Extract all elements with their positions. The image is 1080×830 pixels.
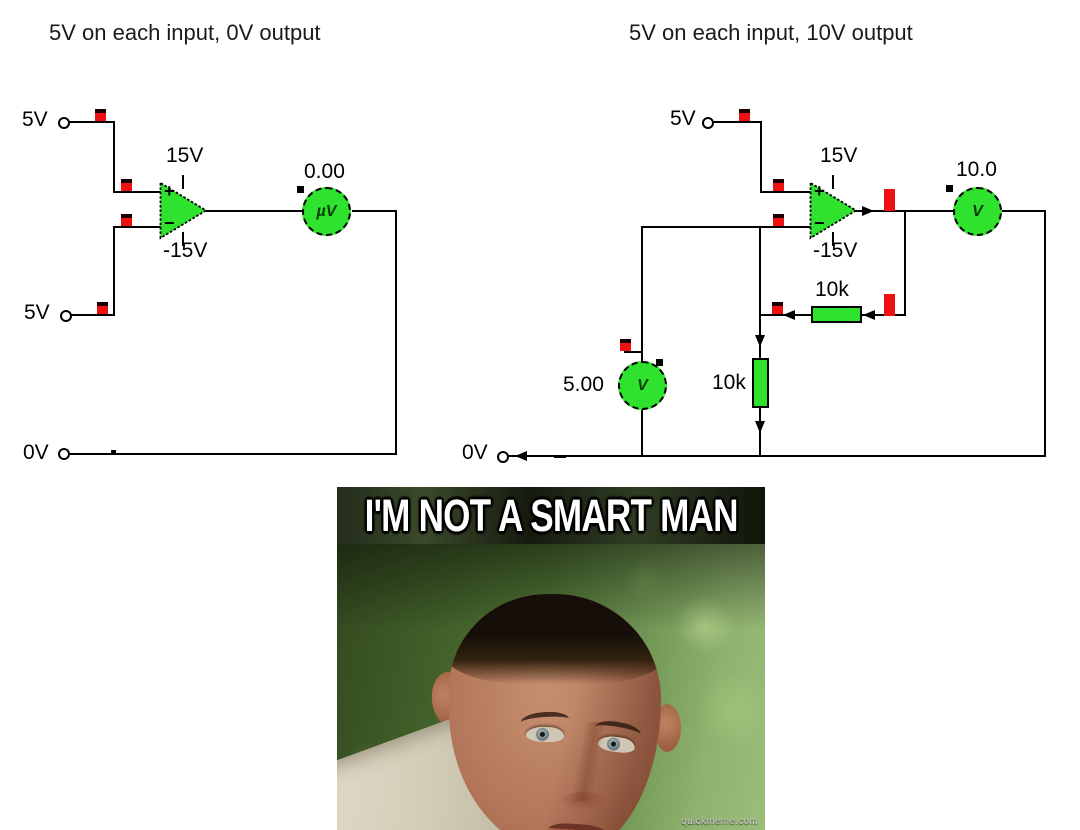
- current-arrow-left: [863, 310, 875, 320]
- terminal-5v[interactable]: [702, 117, 714, 129]
- nose-tip: [559, 792, 607, 812]
- wire: [1002, 210, 1046, 212]
- iris: [535, 727, 550, 742]
- supply-neg-label: -15V: [163, 239, 208, 262]
- meter-node: [297, 186, 304, 193]
- right-circuit-title: 5V on each input, 10V output: [629, 20, 913, 45]
- wire: [113, 121, 115, 193]
- wire: [624, 351, 643, 353]
- current-arrow-down: [755, 335, 765, 347]
- current-arrow-left: [515, 451, 527, 461]
- wire-junction-tick: [111, 450, 116, 455]
- supply-pos-label: 15V: [166, 144, 204, 167]
- wire: [641, 228, 643, 363]
- meme-caption: I'M NOT A SMART MAN: [364, 489, 738, 541]
- wire: [395, 210, 397, 455]
- voltage-level-bar: [884, 294, 895, 316]
- input-label-5v-top: 5V: [22, 108, 48, 131]
- terminal-5v-bottom[interactable]: [60, 310, 72, 322]
- meter-unit-label: V: [972, 202, 983, 220]
- nose: [561, 722, 603, 802]
- meter-unit-label: µV: [316, 202, 337, 220]
- face: [449, 594, 661, 830]
- opamp-plus-sign: +: [164, 181, 175, 201]
- wire: [641, 410, 643, 457]
- current-arrow-down: [755, 421, 765, 433]
- opamp-plus-sign: +: [814, 181, 825, 201]
- input-meter-reading: 5.00: [563, 373, 604, 396]
- ground-label-0v: 0V: [462, 441, 488, 464]
- wire: [352, 210, 397, 212]
- wire: [760, 121, 762, 193]
- hair: [449, 594, 661, 684]
- ground-resistor[interactable]: [752, 358, 769, 408]
- probe-node[interactable]: [773, 214, 784, 226]
- watermark: quickmeme.com: [681, 816, 758, 827]
- wire: [760, 191, 811, 193]
- meter-node: [656, 359, 663, 366]
- forrest-gump-photo: quickmeme.com: [337, 544, 765, 830]
- ground-resistor-label: 10k: [712, 371, 746, 394]
- meme-image: quickmeme.com I'M NOT A SMART MAN: [337, 487, 765, 830]
- feedback-resistor-label: 10k: [815, 278, 849, 301]
- output-meter-reading: 10.0: [956, 158, 997, 181]
- wire: [70, 314, 115, 316]
- wire: [113, 226, 161, 228]
- meme-caption-band: I'M NOT A SMART MAN: [337, 487, 765, 544]
- wire: [641, 226, 811, 228]
- meter-reading: 0.00: [304, 160, 345, 183]
- voltmeter-uv[interactable]: µV: [302, 187, 351, 236]
- ground-label-0v: 0V: [23, 441, 49, 464]
- wire: [68, 453, 397, 455]
- left-circuit-title: 5V on each input, 0V output: [49, 20, 321, 45]
- wire: [759, 228, 761, 316]
- voltmeter-input[interactable]: V: [618, 361, 667, 410]
- voltmeter-output[interactable]: V: [953, 187, 1002, 236]
- meter-node: [946, 185, 953, 192]
- opamp-minus-sign: −: [814, 213, 825, 233]
- supply-pos-label: 15V: [820, 144, 858, 167]
- right-circuit: 5V on each input, 10V output 5V 0V 15V -…: [462, 20, 1046, 464]
- wire: [1044, 210, 1046, 457]
- terminal-0v[interactable]: [58, 448, 70, 460]
- opamp-icon[interactable]: [809, 175, 858, 246]
- wire: [113, 191, 161, 193]
- probe-node[interactable]: [772, 302, 783, 314]
- terminal-0v[interactable]: [497, 451, 509, 463]
- voltage-level-bar: [884, 189, 895, 211]
- eye: [525, 726, 565, 743]
- wire: [68, 121, 115, 123]
- probe-node[interactable]: [620, 339, 631, 351]
- input-label-5v: 5V: [670, 107, 696, 130]
- probe-node[interactable]: [739, 109, 750, 121]
- wire: [712, 121, 762, 123]
- probe-node[interactable]: [773, 179, 784, 191]
- current-arrow-left: [783, 310, 795, 320]
- probe-node[interactable]: [97, 302, 108, 314]
- opamp-icon[interactable]: [159, 175, 208, 246]
- wire: [113, 228, 115, 316]
- wire: [507, 455, 1046, 457]
- supply-neg-label: -15V: [813, 239, 858, 262]
- wire: [206, 210, 303, 212]
- probe-node[interactable]: [121, 214, 132, 226]
- wire: [904, 211, 906, 316]
- current-arrow-right: [862, 206, 874, 216]
- opamp-minus-sign: −: [164, 213, 175, 233]
- wire: [855, 210, 955, 212]
- probe-node[interactable]: [121, 179, 132, 191]
- probe-node[interactable]: [95, 109, 106, 121]
- left-circuit: 5V on each input, 0V output 5V 5V 0V 15V…: [0, 0, 540, 480]
- iris: [606, 736, 621, 752]
- wire-junction-tick: [554, 455, 566, 458]
- terminal-5v-top[interactable]: [58, 117, 70, 129]
- mouth: [547, 821, 607, 830]
- meter-unit-label: V: [637, 376, 648, 394]
- feedback-resistor[interactable]: [811, 306, 862, 323]
- input-label-5v-bottom: 5V: [24, 301, 50, 324]
